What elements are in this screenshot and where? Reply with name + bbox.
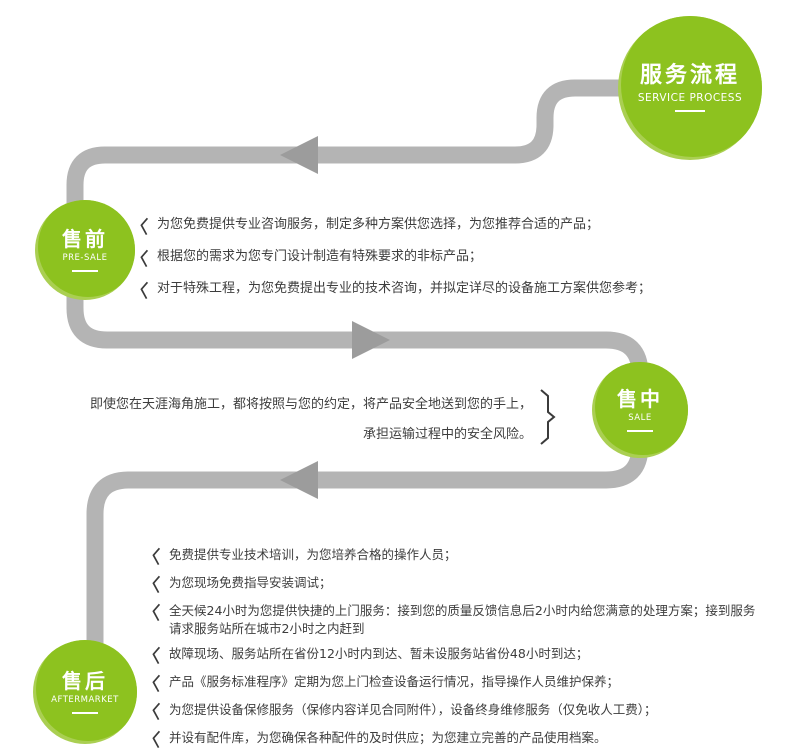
page-subtitle: SERVICE PROCESS [637,91,743,104]
item-text: 为您提供设备保修服务（保修内容详见合同附件），设备终身维修服务（仅免收人工费）； [169,702,657,718]
tick-icon [152,575,161,594]
stage-subtitle: SALE [628,413,652,424]
title-underline [627,429,653,432]
tick-icon [152,675,161,693]
tick-icon [152,703,161,721]
tick-icon [152,647,161,665]
circle-highlight [38,200,135,297]
title-underline [72,711,98,714]
arrow-left-icon [280,136,318,174]
arrow-right-icon [352,321,390,359]
list-item: 并设有配件库，为您确保各种配件的及时供应；为您建立完善的产品使用档案。 [150,729,765,750]
header-circle: 服务流程 SERVICE PROCESS [618,16,762,160]
item-text: 故障现场、服务站所在省份12小时内到达、暂未设服务站省份48小时到达； [169,646,589,662]
after-sale-item-list: 免费提供专业技术培训，为您培养合格的操作人员； 为您现场免费指导安装调试； 全天… [150,546,765,750]
item-text: 对于特殊工程，为您免费提出专业的技术咨询，并拟定详尽的设备施工方案供您参考； [157,281,652,296]
item-text: 全天候24小时为您提供快捷的上门服务：接到您的质量反馈信息后2小时内给您满意的处… [169,603,756,637]
tick-icon [140,217,149,236]
item-text: 即使您在天涯海角施工，都将按照与您的约定，将产品安全地送到您的手上， [89,397,532,412]
item-text: 承担运输过程中的安全风险。 [362,426,532,442]
tick-icon [140,281,149,300]
page-title: 服务流程 [639,62,740,88]
item-text: 为您现场免费指导安装调试； [169,575,332,590]
bracket-icon [540,389,556,445]
stage-circle-sale: 售中 SALE [592,362,688,458]
list-item: 对于特殊工程，为您免费提出专业的技术咨询，并拟定详尽的设备施工方案供您参考； [138,280,763,301]
circle-highlight [621,16,762,157]
stage-subtitle: PRE-SALE [62,253,108,264]
list-item: 为您免费提供专业咨询服务，制定多种方案供您选择，为您推荐合适的产品； [138,216,763,237]
list-item: 故障现场、服务站所在省份12小时内到达、暂未设服务站省份48小时到达； [150,645,765,666]
item-text: 产品《服务标准程序》定期为您上门检查设备运行情况，指导操作人员维护保养； [169,674,620,690]
circle-highlight [595,362,688,455]
circle-highlight [36,640,137,741]
list-item: 为您现场免费指导安装调试； [150,574,765,595]
sale-text-block: 即使您在天涯海角施工，都将按照与您的约定，将产品安全地送到您的手上， 承担运输过… [86,397,532,444]
stage-title: 售中 [617,387,663,412]
pre-sale-item-list: 为您免费提供专业咨询服务，制定多种方案供您选择，为您推荐合适的产品； 根据您的需… [138,216,763,301]
item-text: 免费提供专业技术培训，为您培养合格的操作人员； [169,547,457,562]
list-item: 免费提供专业技术培训，为您培养合格的操作人员； [150,546,765,567]
stage-title: 售前 [62,227,108,252]
item-text: 为您免费提供专业咨询服务，制定多种方案供您选择，为您推荐合适的产品； [157,217,600,232]
list-item: 全天候24小时为您提供快捷的上门服务：接到您的质量反馈信息后2小时内给您满意的处… [150,602,765,638]
tick-icon [140,249,149,268]
tick-icon [152,547,161,566]
item-text: 根据您的需求为您专门设计制造有特殊要求的非标产品； [157,249,483,264]
stage-title: 售后 [62,669,108,694]
stage-circle-pre-sale: 售前 PRE-SALE [35,200,135,300]
item-text: 并设有配件库，为您确保各种配件的及时供应；为您建立完善的产品使用档案。 [169,730,607,746]
flow-road [66,79,659,701]
stage-subtitle: AFTERMARKET [51,695,119,706]
tick-icon [152,731,161,749]
list-item: 根据您的需求为您专门设计制造有特殊要求的非标产品； [138,248,763,269]
title-underline [675,110,705,113]
stage-circle-aftermarket: 售后 AFTERMARKET [33,640,137,744]
title-underline [72,269,98,272]
list-item: 为您提供设备保修服务（保修内容详见合同附件），设备终身维修服务（仅免收人工费）； [150,701,765,722]
tick-icon [152,603,161,622]
list-item: 产品《服务标准程序》定期为您上门检查设备运行情况，指导操作人员维护保养； [150,673,765,694]
arrow-left-icon [280,461,318,499]
